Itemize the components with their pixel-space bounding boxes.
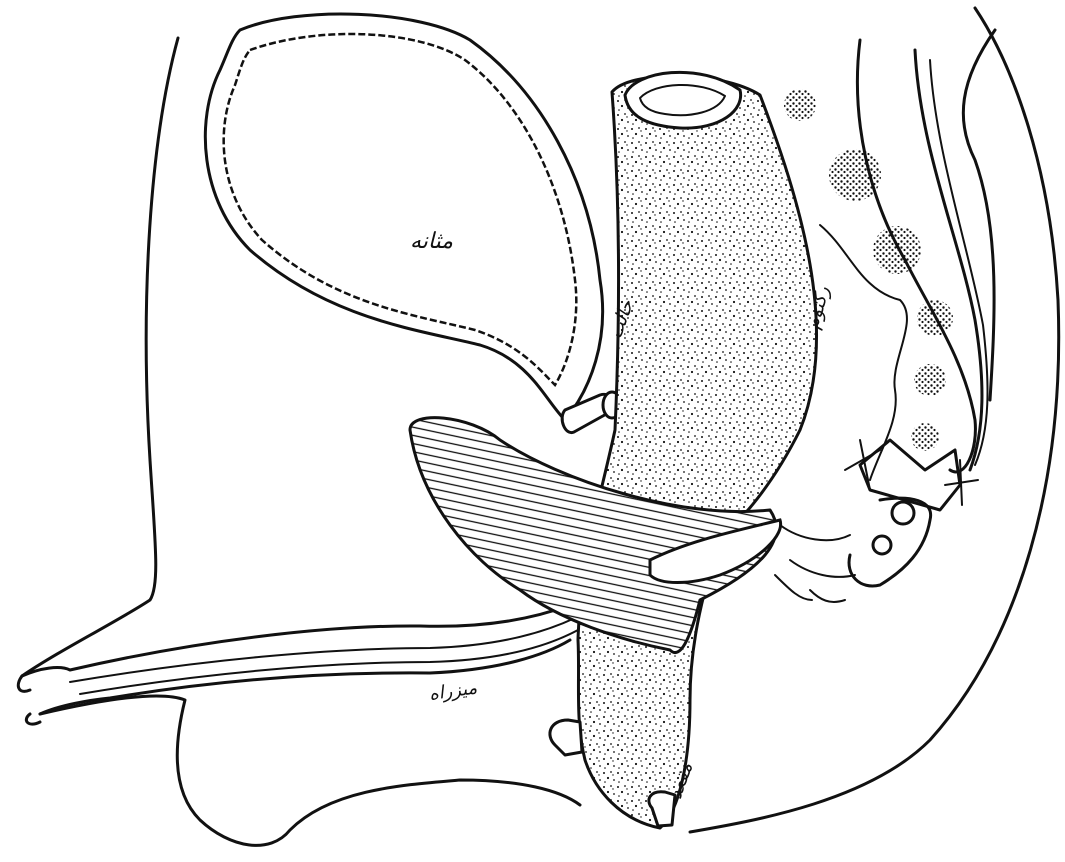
vertebra-1	[784, 89, 816, 121]
body-outline-front	[22, 38, 178, 676]
label-urethra: میزراه	[428, 677, 479, 705]
bladder-outer	[205, 14, 602, 420]
fibers-1	[780, 525, 855, 577]
rectum	[578, 76, 817, 828]
vertebra-3	[873, 226, 921, 274]
urethra-channel	[70, 618, 575, 682]
label-bladder: مثانه	[410, 229, 453, 254]
penis-outline	[22, 605, 570, 676]
sacrum-line-3	[930, 60, 988, 465]
bladder-inner	[224, 34, 577, 385]
clamp-1	[550, 720, 582, 755]
glans-tip	[18, 676, 40, 724]
penis-lower-outline	[40, 640, 570, 714]
vertebra-2	[829, 149, 881, 201]
vertebra-5	[914, 364, 946, 396]
perineum-outline	[40, 696, 580, 845]
sphincter-ring-1	[892, 502, 914, 524]
vertebra-6	[911, 423, 939, 451]
fibers-2	[775, 575, 845, 602]
sphincter-ring-2	[873, 536, 891, 554]
